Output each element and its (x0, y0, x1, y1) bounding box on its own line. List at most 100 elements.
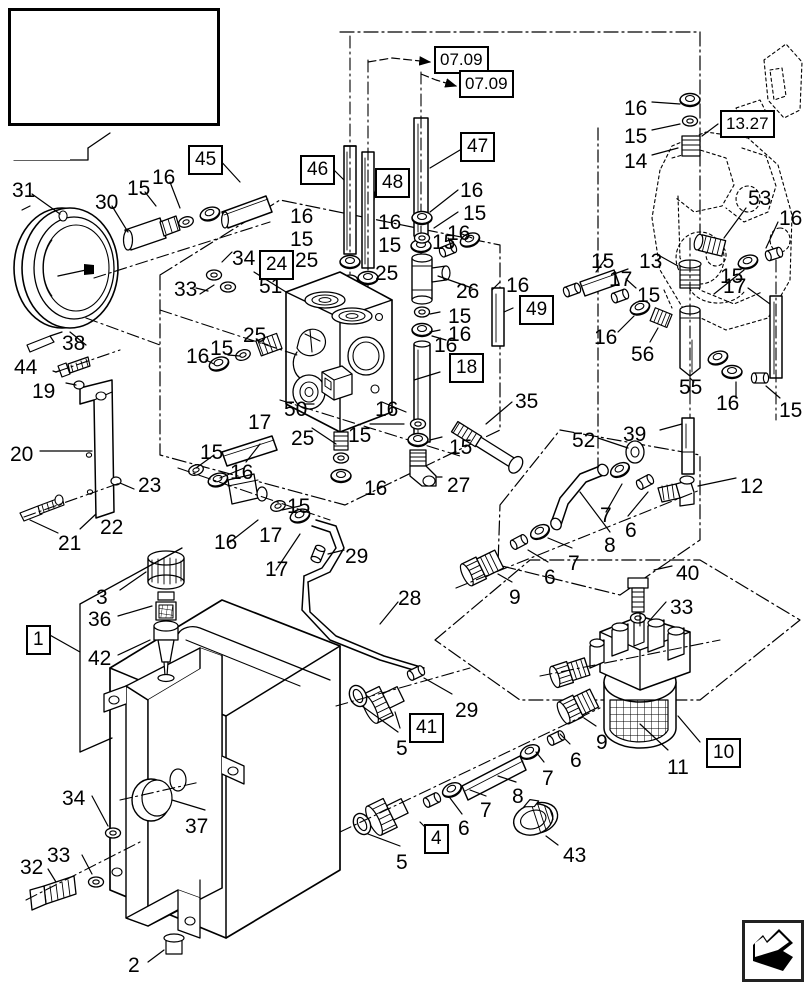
item-number-label: 16 (447, 222, 471, 245)
item-number-label: 31 (12, 179, 36, 202)
item-number-label: 15 (378, 234, 402, 257)
item-number-label: 13 (639, 250, 663, 273)
item-number-label: 17 (259, 524, 283, 547)
item-number-label: 17 (723, 275, 747, 298)
reference-callout-13-27: 13.27 (720, 110, 775, 138)
boxed-item-number-label: 10 (706, 738, 742, 768)
item-number-label: 8 (512, 785, 524, 808)
item-number-label: 40 (676, 562, 700, 585)
item-number-label: 8 (604, 534, 616, 557)
item-number-label: 15 (463, 202, 487, 225)
boxed-item-number-label: 1 (26, 625, 51, 655)
boxed-item-number-label: 18 (449, 353, 485, 383)
item-number-label: 35 (515, 390, 539, 413)
item-number-label: 16 (434, 334, 458, 357)
item-number-label: 16 (290, 205, 314, 228)
item-number-label: 53 (748, 187, 772, 210)
item-number-label: 15 (591, 250, 615, 273)
item-number-label: 16 (448, 323, 472, 346)
item-number-label: 50 (284, 398, 308, 421)
item-number-label: 16 (214, 531, 238, 554)
item-number-label: 51 (259, 275, 283, 298)
item-number-label: 29 (455, 699, 479, 722)
item-number-label: 28 (398, 587, 422, 610)
item-number-label: 33 (47, 844, 71, 867)
item-number-label: 37 (185, 815, 209, 838)
item-number-label: 16 (186, 345, 210, 368)
item-number-label: 42 (88, 647, 112, 670)
item-number-label: 2 (128, 954, 140, 977)
item-number-label: 33 (670, 596, 694, 619)
item-number-label: 39 (623, 423, 647, 446)
item-number-label: 20 (10, 443, 34, 466)
item-number-label: 16 (716, 392, 740, 415)
item-number-label: 26 (456, 280, 480, 303)
item-number-label: 7 (568, 552, 580, 575)
item-number-label: 43 (563, 844, 587, 867)
item-number-label: 25 (243, 324, 267, 347)
item-number-label: 34 (232, 247, 256, 270)
item-number-label: 22 (100, 516, 124, 539)
item-number-label: 9 (509, 586, 521, 609)
item-number-label: 25 (291, 427, 315, 450)
item-number-label: 7 (600, 504, 612, 527)
item-number-label: 15 (720, 265, 744, 288)
item-number-label: 19 (32, 380, 56, 403)
inset-orientation-arrow-box (12, 126, 70, 160)
item-number-label: 6 (458, 817, 470, 840)
item-number-label: 44 (14, 356, 38, 379)
item-number-label: 16 (375, 398, 399, 421)
item-number-label: 21 (58, 532, 82, 555)
item-number-label: 16 (152, 166, 176, 189)
item-number-label: 17 (248, 411, 272, 434)
item-number-label: 3 (96, 586, 108, 609)
boxed-item-number-label: 46 (300, 155, 336, 185)
item-number-label: 38 (62, 332, 86, 355)
item-number-label: 32 (20, 856, 44, 879)
item-number-label: 16 (594, 326, 618, 349)
item-number-label: 15 (624, 125, 648, 148)
item-number-label: 33 (174, 278, 198, 301)
item-number-label: 56 (631, 343, 655, 366)
item-number-label: 16 (506, 274, 530, 297)
item-number-label: 16 (460, 179, 484, 202)
item-number-label: 55 (679, 376, 703, 399)
orientation-arrow-icon (753, 929, 793, 971)
item-number-label: 6 (625, 519, 637, 542)
item-number-label: 15 (200, 441, 224, 464)
item-number-label: 25 (375, 262, 399, 285)
item-number-label: 5 (396, 851, 408, 874)
item-number-label: 7 (542, 767, 554, 790)
reference-callout-07-09: 07.09 (459, 70, 514, 98)
item-number-label: 34 (62, 787, 86, 810)
item-number-label: 17 (609, 268, 633, 291)
item-number-label: 52 (572, 429, 596, 452)
item-number-label: 15 (287, 495, 311, 518)
boxed-item-number-label: 48 (375, 168, 411, 198)
item-number-label: 15 (637, 284, 661, 307)
item-number-label: 15 (348, 424, 372, 447)
item-number-label: 15 (127, 177, 151, 200)
item-number-label: 25 (295, 249, 319, 272)
item-number-label: 30 (95, 191, 119, 214)
item-number-label: 9 (596, 731, 608, 754)
boxed-item-number-label: 41 (409, 713, 445, 743)
reference-callout-07-09: 07.09 (434, 46, 489, 74)
exploded-detail-inset (8, 8, 220, 126)
item-number-label: 16 (378, 211, 402, 234)
item-number-label: 23 (138, 474, 162, 497)
item-number-label: 12 (740, 475, 764, 498)
boxed-item-number-label: 45 (188, 145, 224, 175)
item-number-label: 36 (88, 608, 112, 631)
item-number-label: 15 (779, 399, 803, 422)
item-number-label: 7 (480, 799, 492, 822)
item-number-label: 16 (624, 97, 648, 120)
item-number-label: 6 (570, 749, 582, 772)
item-number-label: 11 (667, 756, 689, 779)
item-number-label: 15 (448, 305, 472, 328)
item-number-label: 27 (447, 474, 471, 497)
boxed-item-number-label: 24 (259, 250, 295, 280)
item-number-label: 15 (432, 231, 456, 254)
